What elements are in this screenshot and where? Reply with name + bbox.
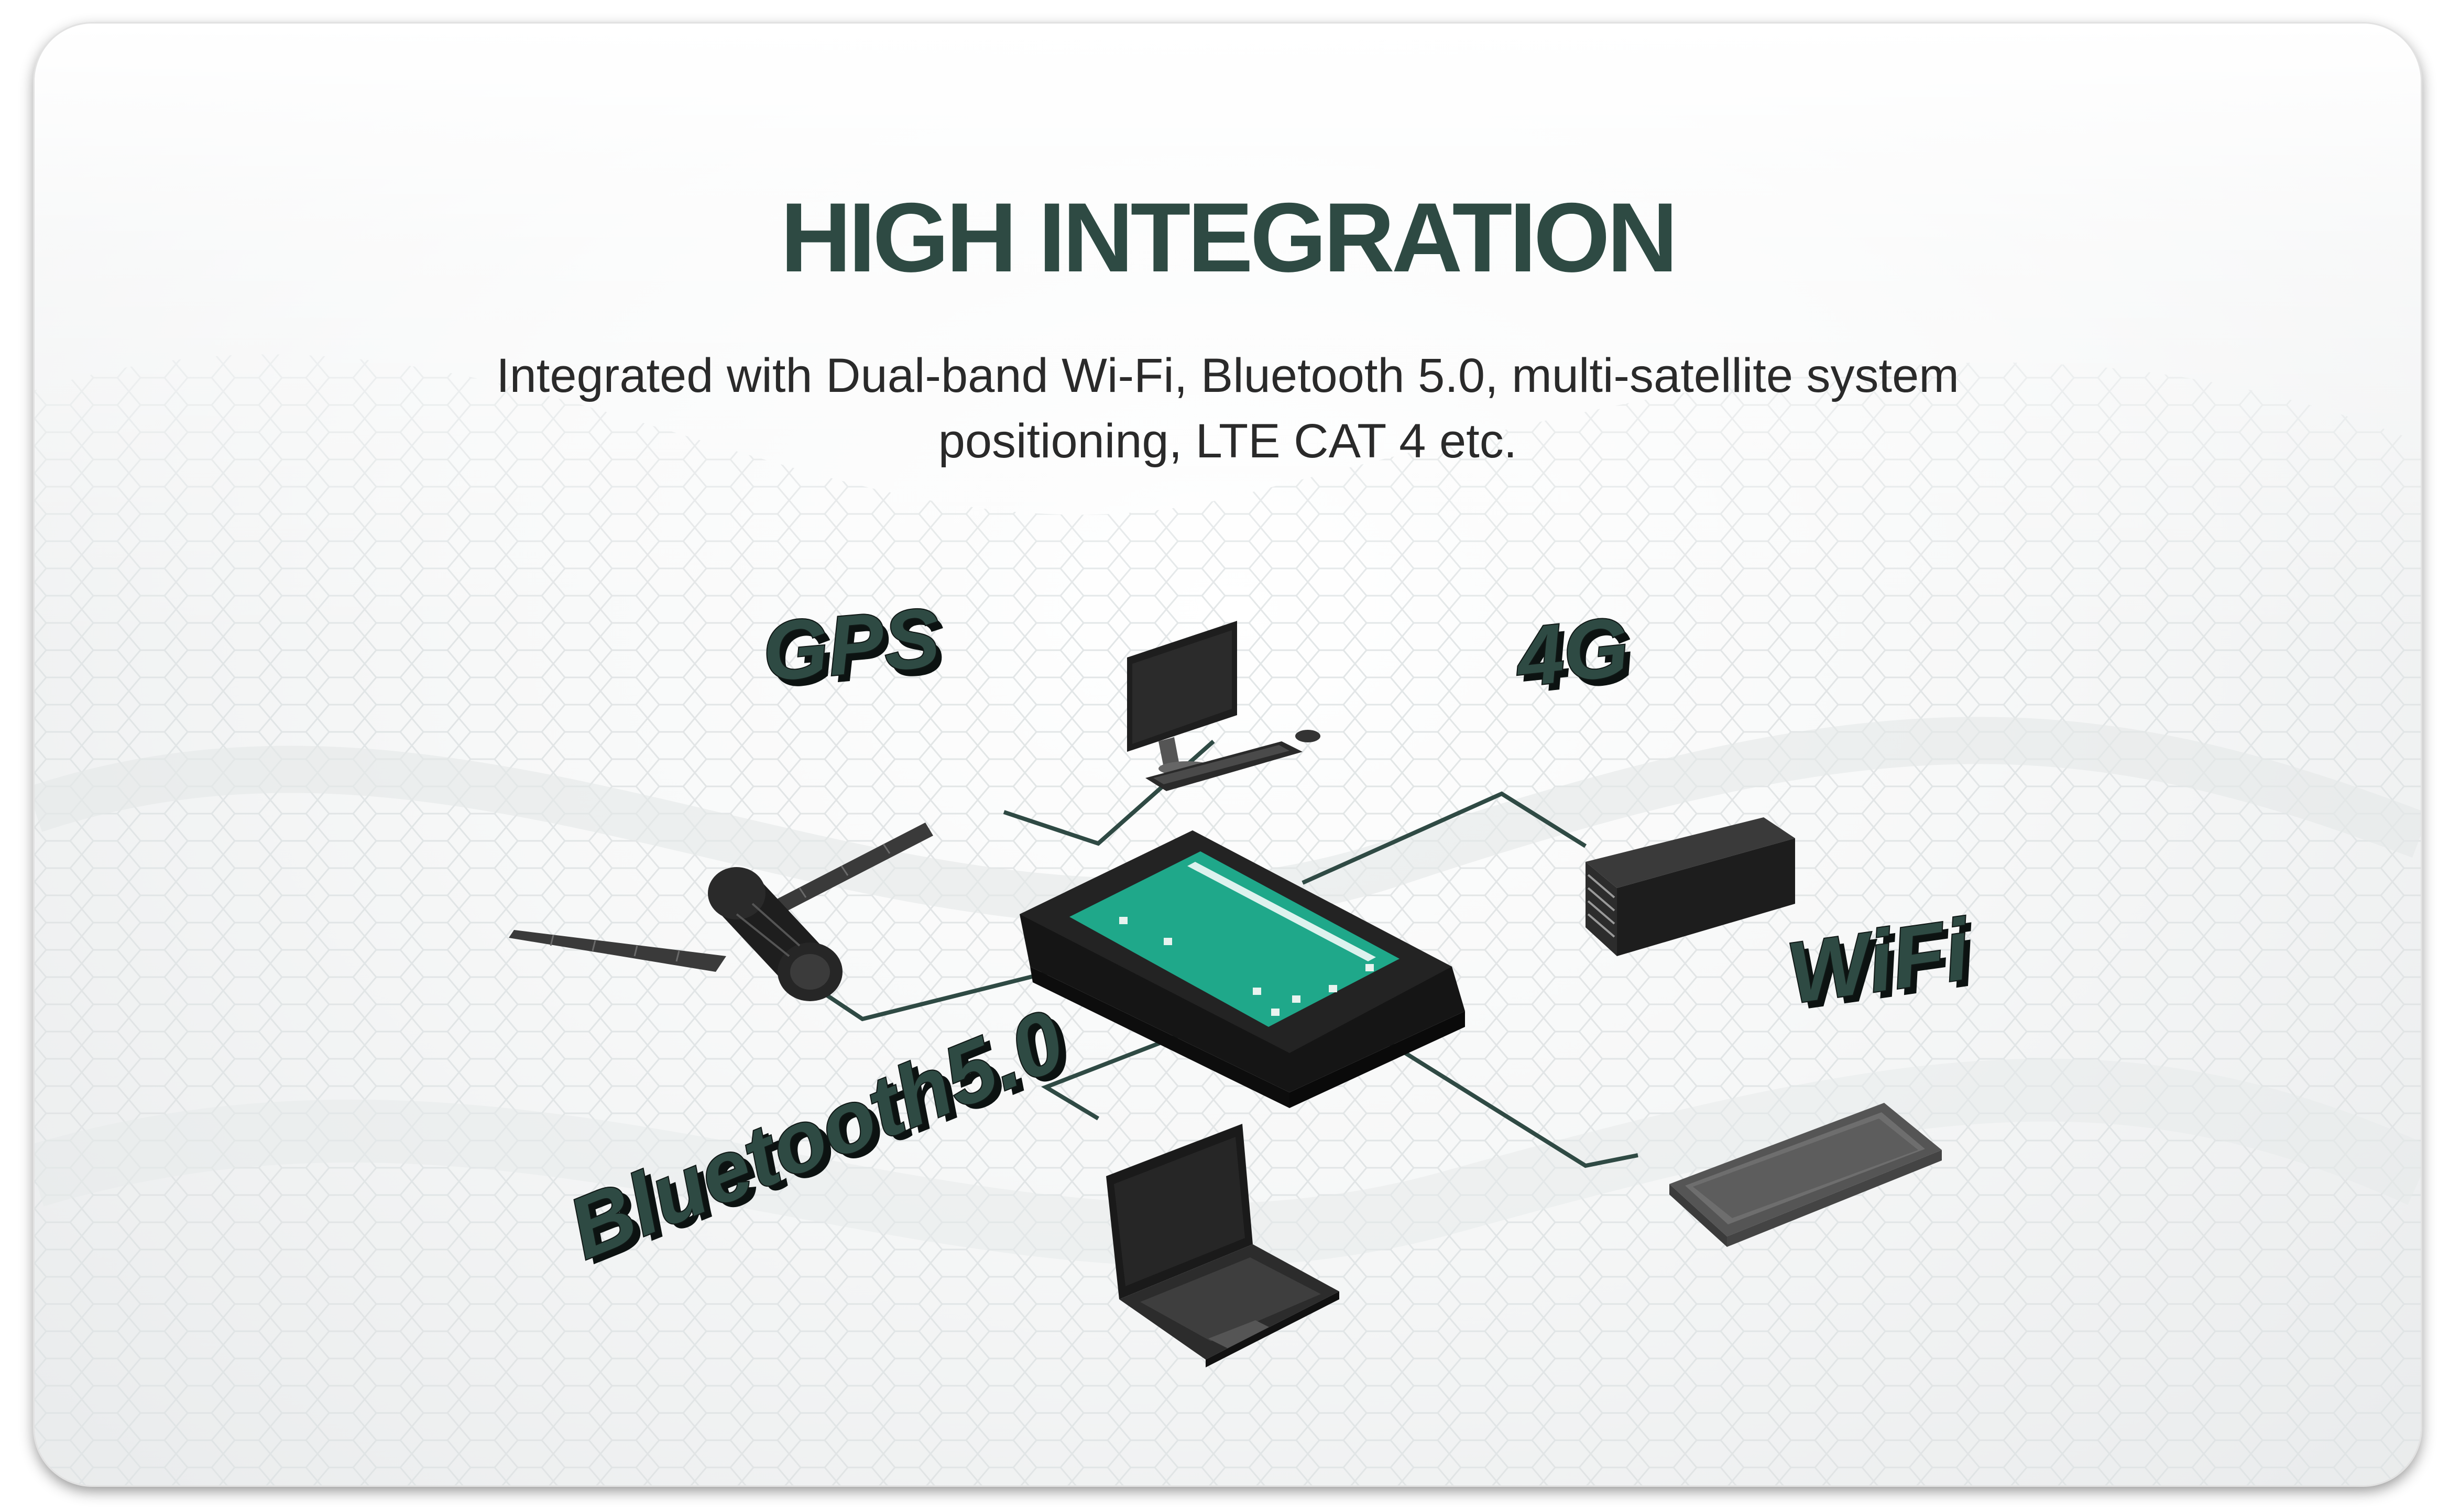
label-bluetooth: Bluetooth5.0 Bluetooth5.0	[554, 991, 1085, 1282]
svg-text:GPS: GPS	[759, 590, 943, 699]
connector-desktop	[1003, 740, 1215, 846]
laptop-icon	[1106, 1124, 1339, 1367]
subtitle-line-2: positioning, LTE CAT 4 etc.	[938, 414, 1517, 468]
connector-laptop	[1041, 1022, 1209, 1121]
page-subtitle: Integrated with Dual-band Wi-Fi, Bluetoo…	[468, 343, 1987, 474]
tablet-device-icon	[1669, 1103, 1942, 1247]
storage-drive-icon	[1586, 817, 1795, 956]
satellite-icon	[509, 823, 933, 1001]
label-4g: 4G 4G	[1510, 598, 1639, 711]
connector-storage	[1302, 791, 1587, 885]
svg-text:GPS: GPS	[765, 597, 949, 706]
content-card: HIGH INTEGRATION Integrated with Dual-ba…	[35, 24, 2421, 1485]
svg-text:4G: 4G	[1511, 599, 1633, 704]
subtitle-line-1: Integrated with Dual-band Wi-Fi, Bluetoo…	[496, 349, 1959, 402]
page-title: HIGH INTEGRATION	[780, 182, 1678, 292]
desktop-computer-icon	[1127, 621, 1320, 791]
connector-lines	[798, 740, 1638, 1168]
connector-phone	[1332, 1006, 1638, 1168]
svg-text:4G: 4G	[1516, 606, 1639, 711]
rugged-tablet-icon	[1020, 830, 1465, 1108]
label-wifi: WiFi WiFi	[1780, 900, 1983, 1028]
svg-text:Bluetooth5.0: Bluetooth5.0	[555, 992, 1077, 1277]
label-gps: GPS GPS	[758, 589, 949, 706]
connectivity-scene: GPS GPS 4G 4G WiFi WiFi Bluetooth5.0 Blu…	[509, 589, 1983, 1367]
